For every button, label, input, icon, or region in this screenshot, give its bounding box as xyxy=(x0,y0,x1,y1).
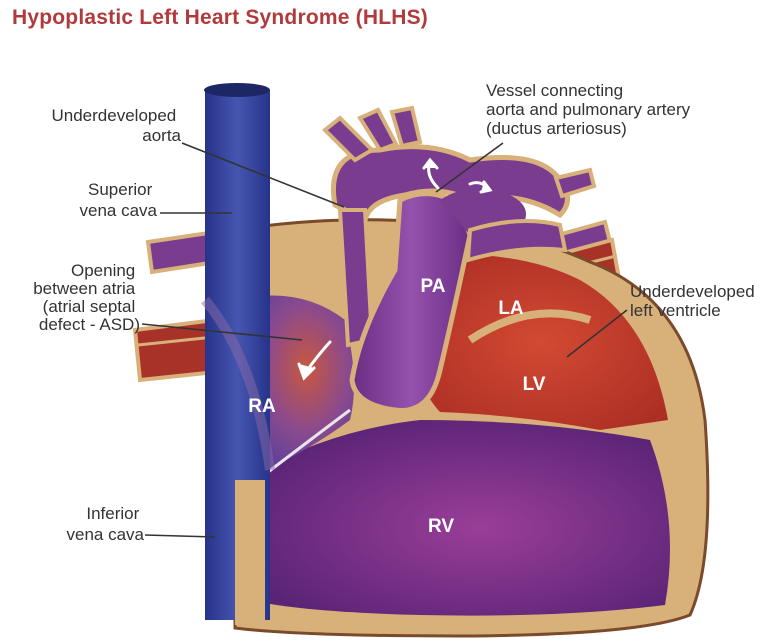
chamber-label-ra: RA xyxy=(248,396,276,417)
label-superior-vena-cava: Superior vena cava xyxy=(80,180,158,220)
chamber-label-rv: RV xyxy=(428,516,454,537)
right-ventricle xyxy=(250,420,670,616)
label-inferior-vena-cava: Inferior vena cava xyxy=(67,504,145,544)
chamber-label-lv: LV xyxy=(523,374,546,395)
label-underdeveloped-left-ventricle: Underdeveloped left ventricle xyxy=(630,282,760,320)
chamber-label-pa: PA xyxy=(421,276,446,297)
label-asd: Opening between atria (atrial septal def… xyxy=(33,261,140,334)
label-ductus-arteriosus: Vessel connecting aorta and pulmonary ar… xyxy=(486,81,695,138)
chamber-label-la: LA xyxy=(498,298,524,319)
label-underdeveloped-aorta: Underdeveloped aorta xyxy=(52,106,182,145)
